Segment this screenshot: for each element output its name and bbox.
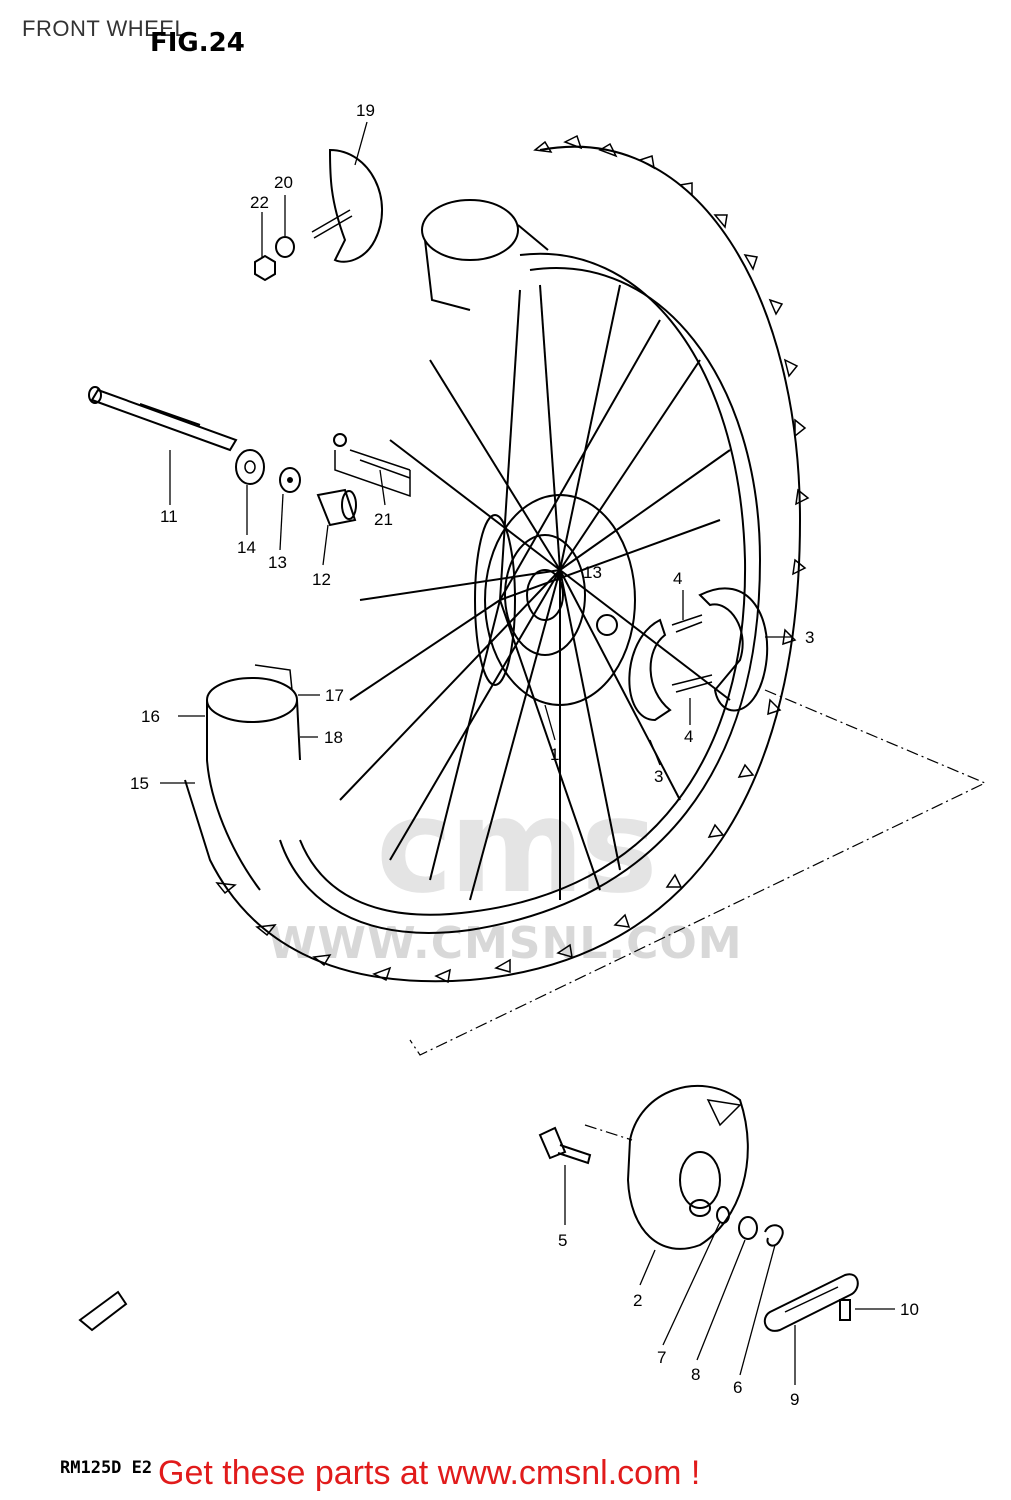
callout-14: 14 [237,538,256,557]
watermark-url: WWW.CMSNL.COM [268,918,743,969]
assembly-lines [409,689,987,1141]
callout-15: 15 [130,774,149,793]
callout-13: 13 [268,553,287,572]
tire [184,134,810,984]
figure-title: FIG.24 [150,28,245,58]
rim-lock [254,148,384,282]
callout-22: 22 [250,193,269,212]
tube-section-bottom [206,664,301,891]
callout-17: 17 [325,686,344,705]
brake-shoes [628,587,769,722]
panel-bolt [538,1126,592,1165]
callout-5: 5 [558,1231,567,1250]
axle-parts [235,449,357,527]
wheel-hub [474,494,636,706]
torque-arm [763,1273,859,1332]
callout-7: 7 [657,1348,666,1367]
callout-21: 20 [274,173,293,192]
callout-19: 21 [374,510,393,529]
callout-2: 2 [633,1291,642,1310]
callout-4-lower: 4 [684,727,693,746]
callout-12: 12 [312,570,331,589]
callout-18: 18 [324,728,343,747]
callout-9: 9 [790,1390,799,1409]
brake-panel [626,1084,749,1250]
callout-13-hub: 13 [583,563,602,582]
callouts: 19 20 22 11 14 13 12 21 13 4 3 4 1 3 16 … [130,101,919,1409]
panel-seals [716,1206,784,1247]
callout-10: 10 [900,1300,919,1319]
tube-section-top [421,199,549,311]
callout-16: 16 [141,707,160,726]
callout-4-upper: 4 [673,569,682,588]
leader-lines [160,121,895,1385]
axle [88,386,238,452]
spoke-set [333,433,411,498]
callout-8: 8 [691,1365,700,1384]
callout-6: 6 [733,1378,742,1397]
spokes [339,284,731,901]
page-label: FRONT WHEEL [22,16,188,41]
callout-11: 11 [160,507,178,526]
promo-link[interactable]: Get these parts at www.cmsnl.com ! [158,1454,701,1492]
callout-1: 1 [550,745,559,764]
callout-3-lower: 3 [654,767,663,786]
model-code: RM125D E2 [60,1458,153,1478]
fwd-arrow-icon: FWD [78,1290,128,1332]
callout-3-right: 3 [805,628,814,647]
fwd-label: FWD [94,1298,119,1320]
watermark-logo: cms [376,770,658,922]
callout-20: 19 [356,101,375,120]
